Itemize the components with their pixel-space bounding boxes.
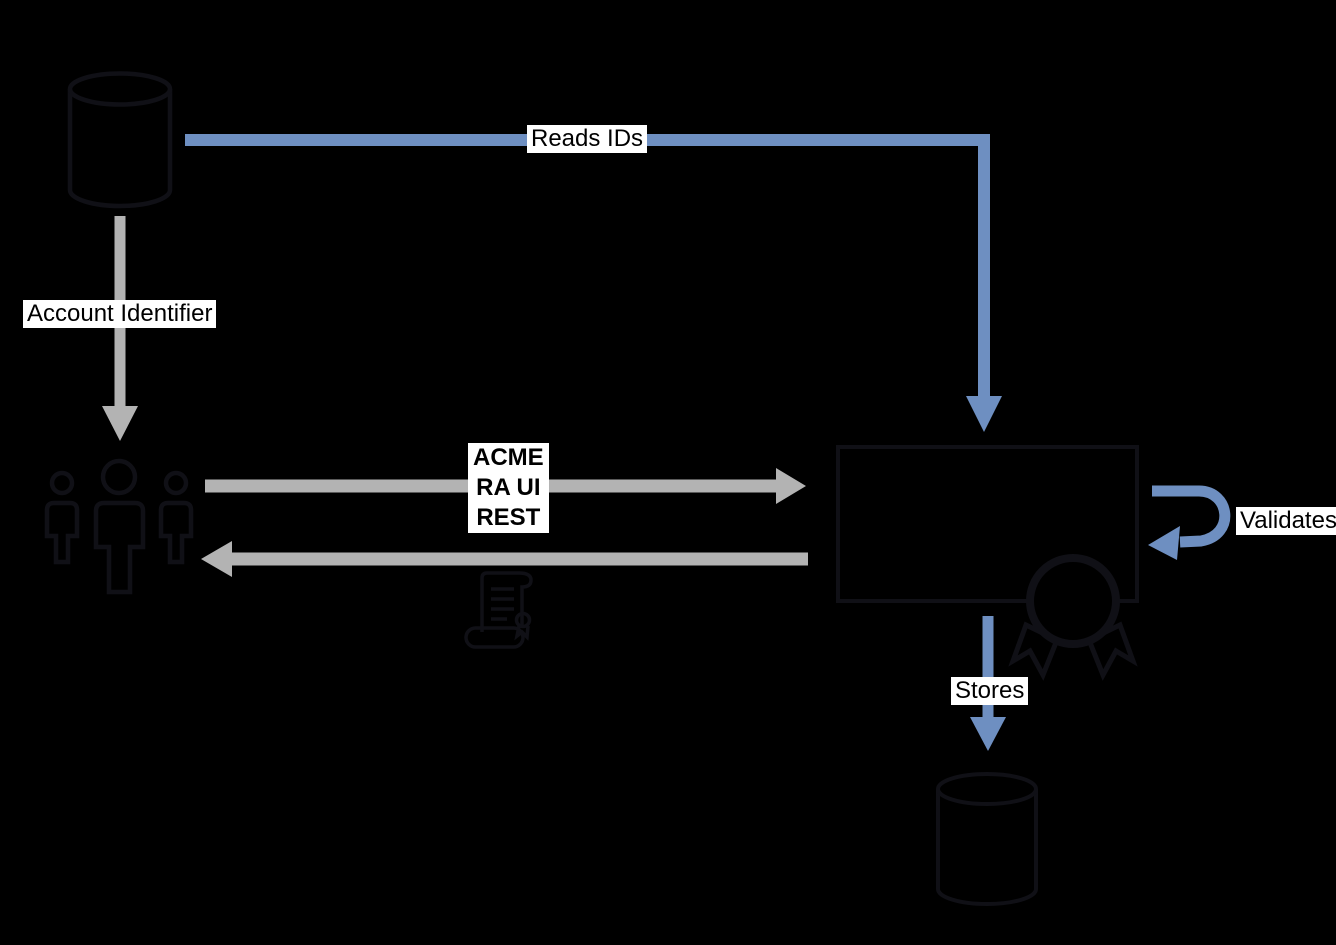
users-group-icon <box>44 458 194 595</box>
ribbon-medal-circle <box>1026 554 1120 648</box>
database-cylinder-top <box>67 71 173 107</box>
user-left-body <box>44 500 80 565</box>
user-right-body <box>158 500 194 565</box>
validates-loop-arrow <box>1148 485 1231 560</box>
acme-label-line-2: RA UI <box>476 474 541 501</box>
validates-loop-shaft <box>1152 485 1231 548</box>
account-identifier-arrow <box>102 216 138 441</box>
label-reads-ids: Reads IDs <box>527 125 648 153</box>
acme-label-line-3: REST <box>476 504 541 531</box>
scroll-seal-ribbon <box>514 625 530 641</box>
user-right-head <box>163 470 189 496</box>
validates-arrowhead <box>1148 526 1180 560</box>
scroll-seal <box>514 611 532 629</box>
scroll-body <box>480 571 533 632</box>
response-arrowhead <box>201 541 232 577</box>
user-center-body <box>93 500 146 595</box>
award-ribbon-icon <box>1008 554 1138 681</box>
reads-ids-arrowhead <box>966 396 1002 432</box>
database-cylinder-top <box>936 772 1038 806</box>
request-arrowhead <box>776 468 806 504</box>
response-arrow <box>201 541 808 577</box>
storage-database-icon <box>936 772 1038 906</box>
label-account-identifier: Account Identifier <box>23 300 217 328</box>
label-validates: Validates <box>1236 507 1336 535</box>
label-stores: Stores <box>951 677 1029 705</box>
source-database-icon <box>67 71 173 209</box>
service-box <box>836 445 1139 603</box>
user-left-head <box>49 470 75 496</box>
acme-label-line-1: ACME <box>473 444 544 471</box>
database-cylinder-body <box>936 789 1038 906</box>
database-cylinder-body <box>67 89 173 209</box>
reads-ids-arrow-shaft <box>185 134 990 398</box>
scroll-roll <box>464 626 525 649</box>
certificate-scroll-icon <box>464 571 533 649</box>
account-identifier-arrowhead <box>102 406 138 441</box>
user-center-head <box>100 458 138 496</box>
reads-ids-arrow <box>185 134 1002 432</box>
label-acme-ra-ui-rest: ACME RA UI REST <box>468 443 549 533</box>
stores-arrowhead <box>970 717 1006 751</box>
